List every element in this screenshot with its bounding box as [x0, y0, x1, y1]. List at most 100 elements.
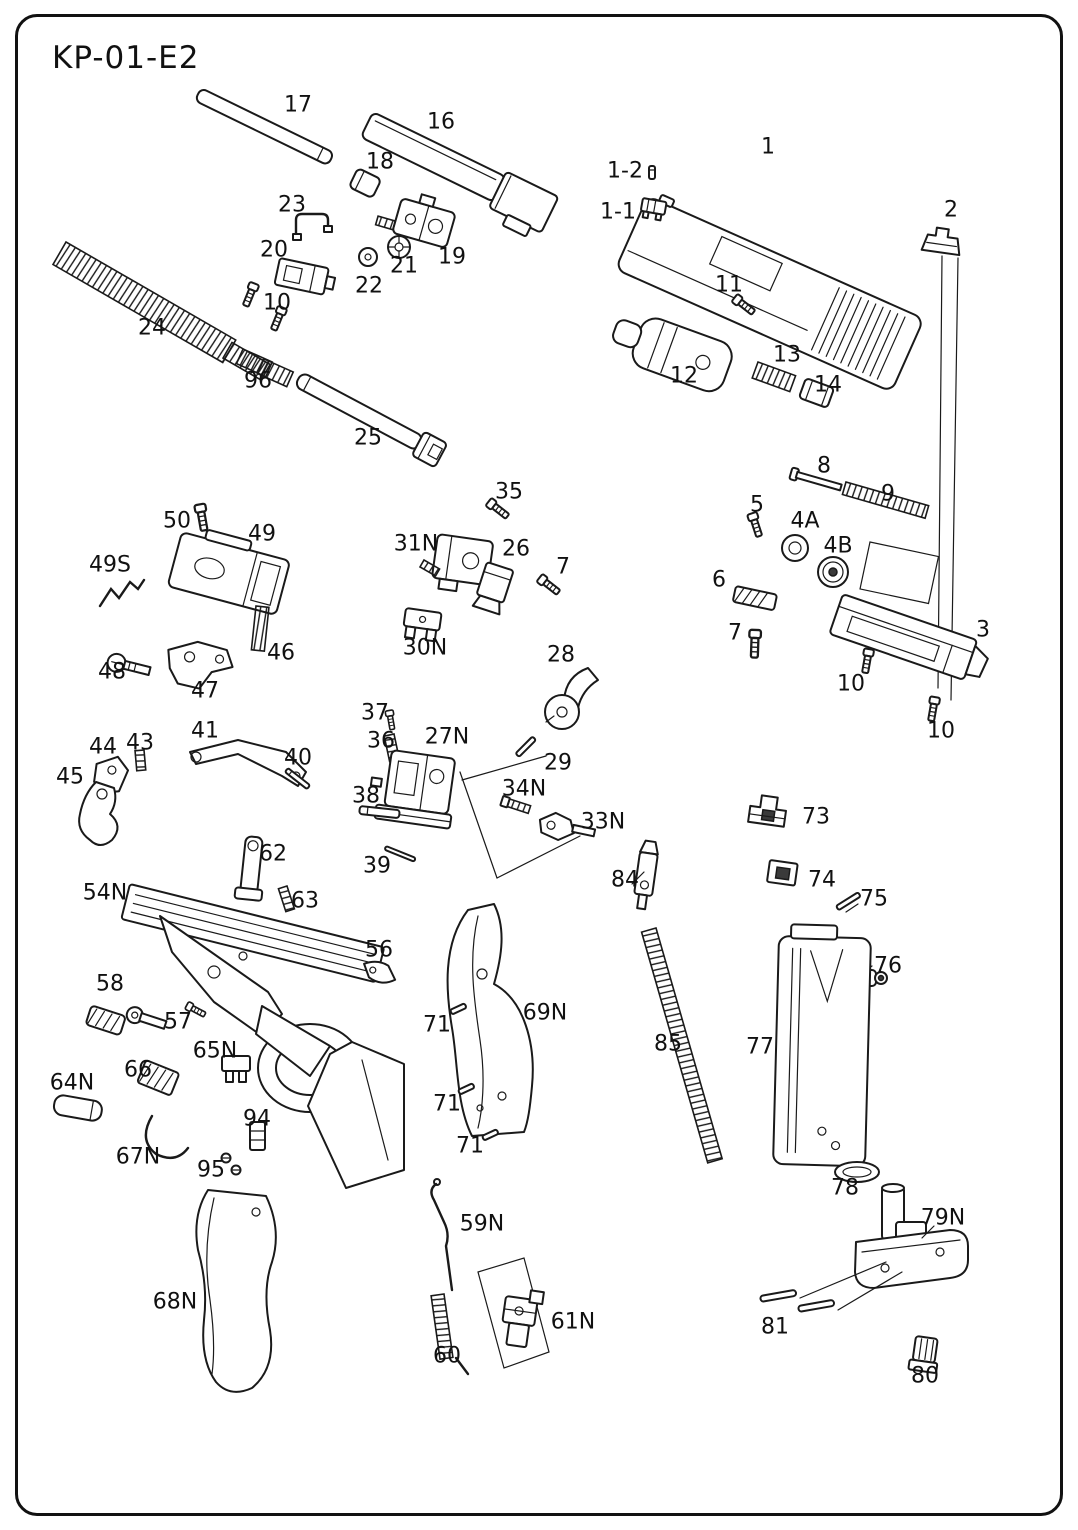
- part-label-67n-75: 67N: [115, 1144, 161, 1170]
- part-27N-sear-housing: [369, 749, 456, 830]
- part-74-block: [766, 859, 799, 887]
- part-label-12-16: 12: [670, 363, 698, 389]
- part-label-7-34: 7: [728, 620, 742, 646]
- part-85-mag-spring: [640, 927, 724, 1164]
- part-label-49-25: 49: [248, 521, 276, 547]
- part-25-guide-rod: [295, 373, 447, 468]
- part-label-25-19: 25: [354, 425, 382, 451]
- part-label-47-39: 47: [191, 678, 219, 704]
- part-label-76-63: 76: [874, 953, 902, 979]
- part-label-4b-29: 4B: [823, 533, 853, 559]
- part-56-lever: [363, 960, 397, 984]
- part-6-knocker-block: [732, 585, 778, 611]
- part-label-9-22: 9: [881, 481, 895, 507]
- part-label-45-50: 45: [56, 764, 84, 790]
- part-12-loading-nozzle: [612, 317, 733, 393]
- part-23-clip: [292, 212, 333, 241]
- part-label-24-14: 24: [138, 315, 166, 341]
- part-71-pin-c: [481, 1128, 499, 1141]
- bracket-line-b: [496, 835, 581, 879]
- part-label-10-40: 10: [837, 671, 865, 697]
- part-label-57-67: 57: [164, 1009, 192, 1035]
- part-label-3-35: 3: [976, 617, 990, 643]
- part-60-spring: [430, 1293, 454, 1361]
- part-label-58-64: 58: [96, 971, 124, 997]
- part-label-17-0: 17: [284, 92, 312, 118]
- part-label-44-47: 44: [89, 734, 117, 760]
- part-label-14-17: 14: [814, 372, 842, 398]
- part-58-slide-stop: [85, 1005, 168, 1036]
- part-label-65n-70: 65N: [192, 1038, 238, 1064]
- part-label-21-10: 21: [390, 253, 418, 279]
- part-8-rod: [788, 466, 843, 492]
- part-label-1-2-3: 1-2: [607, 158, 643, 184]
- part-67N-spring-clip: [144, 1114, 190, 1160]
- part-label-96-18: 96: [244, 368, 272, 394]
- part-22-bearing: [358, 247, 378, 267]
- part-label-77-69: 77: [746, 1034, 774, 1060]
- part-label-61n-82: 61N: [550, 1309, 596, 1335]
- part-95-screws: [220, 1152, 242, 1176]
- part-38-pin: [358, 805, 401, 819]
- part-label-85-68: 85: [654, 1031, 682, 1057]
- part-label-13-15: 13: [773, 342, 801, 368]
- part-label-37-41: 37: [361, 700, 389, 726]
- part-29-pin: [515, 736, 537, 758]
- part-71-pin-b: [457, 1082, 475, 1095]
- part-label-94-74: 94: [243, 1106, 271, 1132]
- leader-line-75: [845, 903, 859, 913]
- part-label-79n-80: 79N: [920, 1205, 966, 1231]
- part-45-trigger: [78, 781, 119, 846]
- part-label-62-55: 62: [259, 841, 287, 867]
- part-3-lower-rail: [829, 594, 989, 680]
- part-label-4a-27: 4A: [790, 508, 820, 534]
- part-label-71-66: 71: [423, 1012, 451, 1038]
- part-33N-hammer-strut: [538, 811, 597, 842]
- part-75-pin: [835, 891, 861, 911]
- part-label-39-54: 39: [363, 853, 391, 879]
- part-label-29-45: 29: [544, 750, 572, 776]
- part-26-plate: [471, 561, 514, 616]
- part-label-40-49: 40: [284, 745, 312, 771]
- part-label-56-62: 56: [365, 937, 393, 963]
- part-81-pin-a: [759, 1289, 798, 1303]
- part-label-75-61: 75: [860, 886, 888, 912]
- part-label-16-1: 16: [427, 109, 455, 135]
- part-label-81-84: 81: [761, 1314, 789, 1340]
- part-label-49s-30: 49S: [89, 552, 131, 578]
- part-21-nut: [387, 235, 411, 259]
- part-label-73-57: 73: [802, 804, 830, 830]
- part-label-10-13: 10: [263, 290, 291, 316]
- part-13-nozzle-spring: [751, 360, 797, 393]
- part-label-38-52: 38: [352, 783, 380, 809]
- part-label-22-11: 22: [355, 273, 383, 299]
- part-48-screw: [106, 652, 152, 677]
- part-43-spring: [134, 749, 147, 772]
- part-label-35-21: 35: [495, 479, 523, 505]
- part-28-hammer: [544, 667, 599, 730]
- part-label-78-78: 78: [831, 1175, 859, 1201]
- part-label-5-23: 5: [750, 492, 764, 518]
- part-63-spring: [277, 884, 296, 913]
- part-49S-spring-wire: [98, 578, 146, 608]
- part-label-60-83: 60: [433, 1343, 461, 1369]
- part-label-10-42: 10: [927, 718, 955, 744]
- part-68N-grip: [195, 1189, 277, 1393]
- part-1-1-cover: [640, 197, 668, 222]
- part-39-pin: [384, 845, 417, 863]
- part-65N-block: [221, 1055, 251, 1083]
- part-label-63-60: 63: [291, 888, 319, 914]
- part-label-50-24: 50: [163, 508, 191, 534]
- part-17-outer-barrel-front: [195, 89, 333, 165]
- part-label-36-43: 36: [367, 728, 395, 754]
- part-label-19-8: 19: [438, 244, 466, 270]
- part-19-valve-assembly: [374, 193, 456, 248]
- part-77-magazine: [772, 923, 872, 1168]
- part-94-plate: [249, 1121, 266, 1151]
- leader-line-sight-left: [937, 255, 943, 689]
- part-66-button: [136, 1059, 180, 1096]
- part-79N-mag-base: [854, 1183, 969, 1289]
- part-46-spring: [250, 605, 270, 652]
